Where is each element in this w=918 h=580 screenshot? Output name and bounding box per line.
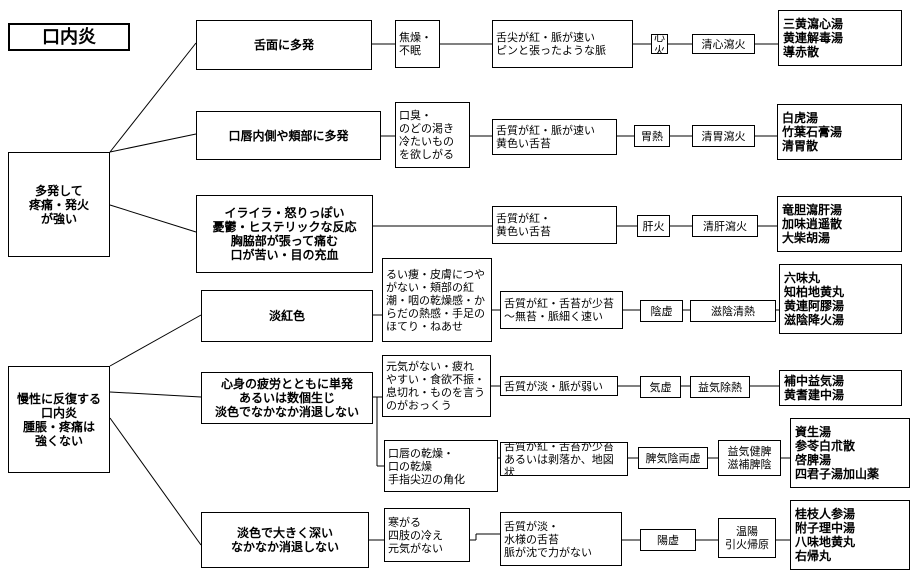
pattern-box: 脾気陰両虚 [638, 447, 708, 469]
tongue-pulse-box: 舌質が紅・舌苔が少苔 ～無苔・脈細く速い [500, 291, 623, 329]
formula-box: 桂枝人参湯 附子理中湯 八味地黄丸 右帰丸 [790, 500, 910, 570]
tongue-pulse-box: 舌質が紅・脈が速い 黄色い舌苔 [492, 119, 617, 155]
formula-box: 六味丸 知柏地黄丸 黄連阿膠湯 滋陰降火湯 [779, 264, 902, 334]
detail-box: 口唇の乾燥・ 口の乾燥 手指尖辺の角化 [384, 440, 498, 492]
pattern-box: 陽虚 [640, 529, 696, 551]
detail-box: 元気がない・疲れ やすい・食欲不振・ 息切れ・ものを言う のがおっくう [382, 355, 491, 417]
formula-box: 竜胆瀉肝湯 加味逍遥散 大柴胡湯 [777, 196, 902, 252]
category-acute: 多発して 疼痛・発火 が強い [8, 152, 110, 257]
formula-box: 白虎湯 竹葉石膏湯 清胃散 [777, 104, 902, 160]
symptom-box: 淡色で大きく深い なかなか消退しない [201, 512, 369, 568]
treatment-box: 滋陰清熱 [690, 300, 776, 322]
treatment-box: 清胃瀉火 [692, 125, 755, 147]
treatment-box: 益気除熱 [690, 376, 750, 398]
treatment-box: 清肝瀉火 [692, 215, 758, 237]
treatment-box: 温陽 引火帰原 [718, 518, 776, 558]
pattern-box: 心火 [651, 34, 668, 54]
symptom-box: 口唇内側や頬部に多発 [196, 111, 381, 160]
pattern-box: 気虚 [640, 376, 681, 398]
symptom-box: イライラ・怒りっぽい 憂鬱・ヒステリックな反応 胸脇部が張って痛む 口が苦い・目… [196, 195, 373, 273]
symptom-box: 舌面に多発 [196, 20, 372, 70]
pattern-box: 胃熱 [634, 125, 670, 147]
formula-box: 補中益気湯 黄耆建中湯 [779, 370, 902, 406]
tongue-pulse-box: 舌尖が紅・脈が速い ピンと張ったような脈 [492, 20, 633, 68]
tongue-pulse-box: 舌質が淡・脈が弱い [500, 376, 618, 396]
symptom-box: 心身の疲労とともに単発 あるいは数個生じ 淡色でなかなか消退しない [201, 372, 373, 424]
treatment-box: 益気健脾 滋補脾陰 [718, 440, 781, 476]
treatment-box: 清心瀉火 [692, 34, 755, 54]
detail-box: 焦燥・ 不眠 [395, 20, 440, 68]
tongue-pulse-box: 舌質が淡・ 水様の舌苔 脈が沈で力がない [500, 512, 622, 566]
detail-box: 寒がる 四肢の冷え 元気がない [384, 508, 470, 562]
detail-box: 口臭・ のどの渇き 冷たいもの を欲しがる [395, 102, 470, 168]
formula-box: 資生湯 参苓白朮散 啓脾湯 四君子湯加山薬 [790, 418, 910, 488]
pattern-box: 陰虚 [640, 300, 683, 322]
pattern-box: 肝火 [637, 215, 670, 237]
tongue-pulse-box: 舌質が紅・ 黄色い舌苔 [492, 206, 617, 244]
detail-box: るい痩・皮膚につや がない・頬部の紅 潮・咽の乾燥感・か らだの熱感・手足の ほ… [382, 258, 492, 342]
tongue-pulse-box: 舌質が紅・舌苔が少苔 あるいは剥落か、地図状 [500, 442, 628, 476]
category-chronic: 慢性に反復する 口内炎 腫脹・疼痛は 強くない [8, 366, 110, 473]
formula-box: 三黄瀉心湯 黄連解毒湯 導赤散 [778, 10, 902, 66]
symptom-box: 淡紅色 [201, 290, 373, 342]
diagram-title: 口内炎 [8, 23, 130, 51]
